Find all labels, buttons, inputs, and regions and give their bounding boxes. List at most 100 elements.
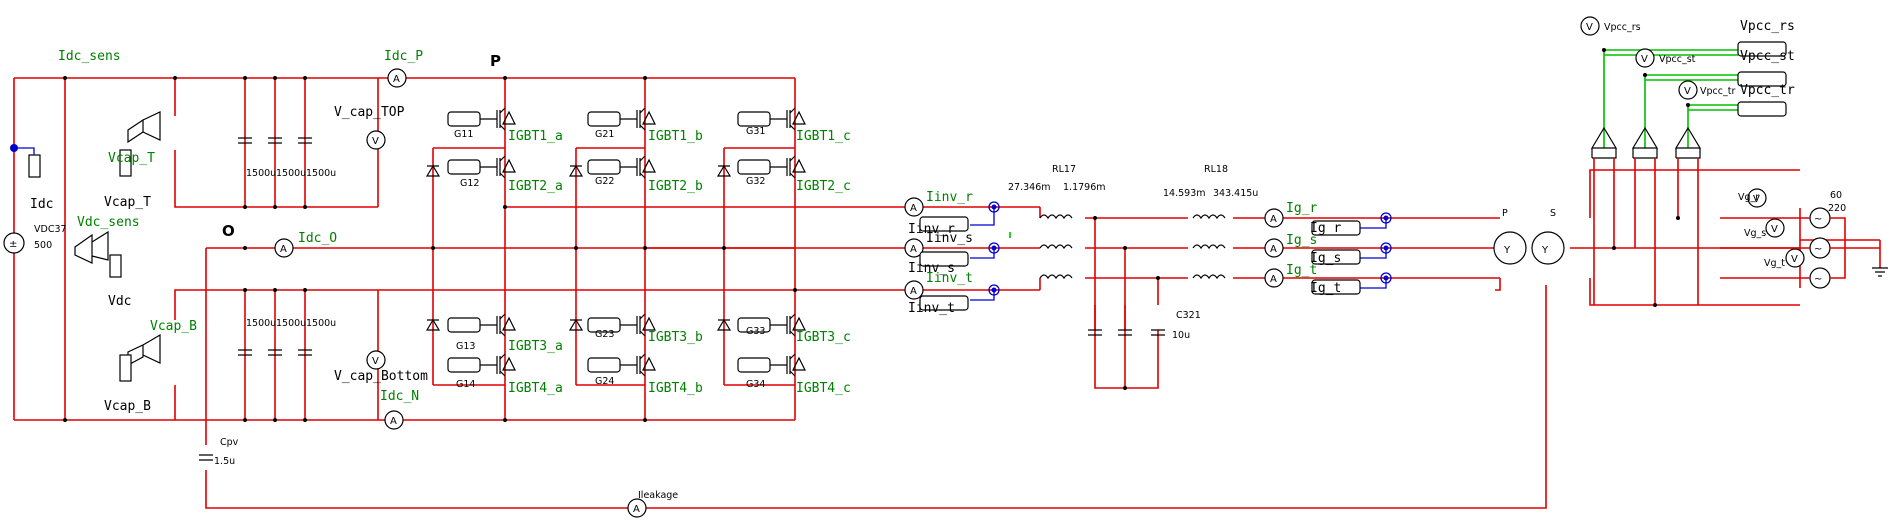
label-g22: G22 (595, 176, 614, 187)
label-vdc-sens: Vdc_sens (77, 215, 140, 230)
label-transformer-primary: P (1502, 208, 1508, 219)
label-igbt1-a: IGBT1_a (508, 129, 563, 144)
label-voltage: 220 (1828, 203, 1846, 214)
label-vpcc-tr-small: Vpcc_tr (1700, 86, 1735, 97)
sensor-amplifiers (74, 111, 161, 382)
label-g33: G33 (746, 326, 765, 337)
label-g13: G13 (456, 341, 475, 352)
svg-text:~: ~ (1814, 214, 1822, 225)
label-ig-r-2: Ig_r (1310, 221, 1341, 236)
label-vg-r: Vg_r (1738, 192, 1759, 203)
svg-text:A: A (390, 416, 397, 427)
label-node-o: O (222, 222, 235, 240)
label-transformer-secondary: S (1550, 208, 1556, 219)
label-c321: C321 (1176, 310, 1201, 321)
svg-text:A: A (393, 74, 400, 85)
label-g12: G12 (460, 178, 479, 189)
capacitors (199, 137, 1165, 461)
label-rl18-l: 343.415u (1213, 188, 1258, 199)
label-idc-n: Idc_N (380, 389, 419, 404)
label-node-p: P (490, 52, 501, 70)
pcc-sensors (1590, 41, 1787, 305)
svg-text:V: V (1641, 54, 1648, 65)
label-v-cap-top: V_cap_TOP (334, 105, 405, 120)
label-ig-r: Ig_r (1286, 201, 1317, 216)
transformer: Y Y (1493, 231, 1565, 265)
label-g23: G23 (595, 329, 614, 340)
label-igbt3-b: IGBT3_b (648, 330, 703, 345)
svg-text:Y: Y (1541, 245, 1549, 256)
svg-text:~: ~ (1814, 274, 1822, 285)
label-cap-4: 1500u (246, 318, 276, 329)
label-igbt2-b: IGBT2_b (648, 179, 703, 194)
svg-text:V: V (1771, 224, 1778, 235)
label-cap-1: 1500u (246, 168, 276, 179)
label-idc-p: Idc_P (384, 49, 423, 64)
svg-text:A: A (910, 286, 917, 297)
label-iinv-t: Iinv_t (926, 271, 973, 286)
label-vpcc-rs-small: Vpcc_rs (1604, 22, 1641, 33)
meters: A V A V A A A A A A A A V V V V V V (274, 16, 1805, 518)
label-vcap-b: Vcap_B (150, 319, 197, 334)
svg-text:V: V (1684, 86, 1691, 97)
svg-text:A: A (280, 244, 287, 255)
label-igbt3-a: IGBT3_a (508, 339, 563, 354)
label-idc-sens: Idc_sens (58, 49, 121, 64)
label-g34: G34 (746, 379, 765, 390)
labels: Idc_sens Idc_P P V_cap_TOP Vcap_T Vcap_T… (30, 19, 1846, 501)
label-vpcc-tr: Vpcc_tr (1740, 83, 1795, 98)
label-cap-5: 1500u (276, 318, 306, 329)
label-c321-value: 10u (1172, 330, 1190, 341)
label-igbt4-a: IGBT4_a (508, 381, 563, 396)
label-igbt4-c: IGBT4_c (796, 381, 851, 396)
label-vdc: Vdc (108, 294, 131, 309)
svg-text:A: A (1270, 274, 1277, 285)
svg-text:V: V (372, 136, 379, 147)
label-vpcc-st: Vpcc_st (1740, 49, 1795, 64)
label-iinv-s-2: Iinv_s (908, 261, 955, 276)
label-ig-t: Ig_t (1286, 263, 1317, 278)
label-rl17-r: 27.346m (1008, 182, 1051, 193)
label-vdc37-value: 500 (34, 240, 52, 251)
label-cap-6: 1500u (306, 318, 336, 329)
label-iinv-r: Iinv_r (926, 190, 973, 205)
label-ig-t-2: Ig_t (1310, 281, 1341, 296)
svg-text:A: A (910, 203, 917, 214)
label-g32: G32 (746, 176, 765, 187)
label-cap-3: 1500u (306, 168, 336, 179)
label-rl18: RL18 (1204, 164, 1228, 175)
label-vpcc-st-small: Vpcc_st (1659, 54, 1696, 65)
label-cpv-value: 1.5u (214, 456, 235, 467)
svg-text:~: ~ (1814, 244, 1822, 255)
igbt-symbols (425, 107, 806, 377)
current-probes (919, 201, 1392, 311)
bridge-legs (432, 78, 910, 420)
inductors (1039, 214, 1226, 280)
label-ileakage: Ileakage (638, 490, 678, 501)
label-igbt1-c: IGBT1_c (796, 129, 851, 144)
label-ig-s: Ig_s (1286, 233, 1317, 248)
label-vcap-t: Vcap_T (108, 151, 155, 166)
svg-text:±: ± (9, 239, 17, 250)
label-vdc37: VDC37 (34, 224, 67, 235)
grid-sources: ~ ~ ~ (1720, 207, 1888, 289)
label-idc-o: Idc_O (298, 231, 337, 246)
label-iinv-r-2: Iinv_r (908, 222, 955, 237)
label-v-cap-bottom: V_cap_Bottom (334, 369, 428, 384)
junctions (63, 48, 1690, 422)
label-vpcc-rs: Vpcc_rs (1740, 19, 1795, 34)
svg-text:A: A (633, 504, 640, 515)
label-rl18-r: 14.593m (1163, 188, 1206, 199)
label-iinv-s: Iinv_s (926, 231, 973, 246)
label-rl17: RL17 (1052, 164, 1076, 175)
gate-boxes (447, 111, 771, 373)
label-frequency: 60 (1830, 190, 1842, 201)
svg-text:V: V (1586, 22, 1593, 33)
label-g24: G24 (595, 376, 614, 387)
label-vg-t: Vg_t (1764, 258, 1785, 269)
svg-text:A: A (1270, 244, 1277, 255)
svg-text:V: V (372, 356, 379, 367)
label-rl17-l: 1.1796m (1063, 182, 1106, 193)
label-cpv: Cpv (220, 437, 239, 448)
